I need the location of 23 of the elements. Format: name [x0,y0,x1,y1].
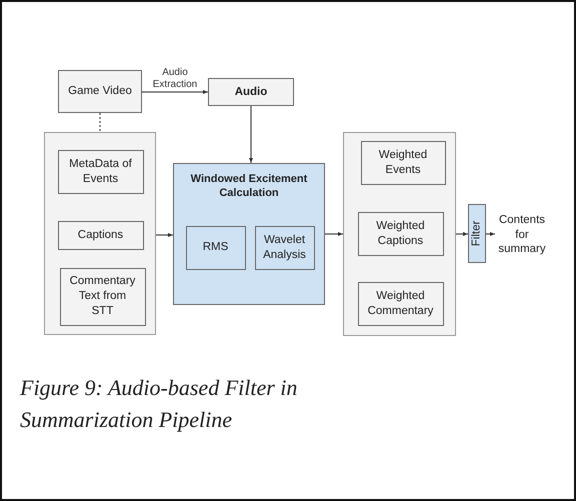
process-box: Weighted Commentary [358,282,444,326]
process-box: Commentary Text from STT [60,268,146,326]
output-text: Contents for summary [495,213,549,257]
process-box: Captions [58,220,144,250]
process-box: Game Video [58,70,142,113]
arrow [456,232,468,236]
process-box [173,163,325,305]
process-box: MetaData of Events [58,150,144,194]
process-box: Weighted Captions [358,212,444,256]
group-panel [343,132,456,336]
arrow [324,232,344,236]
arrow [486,232,496,236]
arrow [249,106,253,164]
figure-caption: Figure 9: Audio-based Filter in Summarization Pipeline [20,374,298,434]
process-box: Audio [208,78,294,106]
arrow [156,233,174,237]
process-box: RMS [186,226,246,270]
box-heading: Windowed Excitement Calculation [190,172,308,201]
arrow [142,90,208,94]
process-box: Wavelet Analysis [254,226,314,270]
group-panel [44,132,156,335]
process-box: Weighted Events [360,140,446,184]
process-box: Filter [468,204,486,263]
